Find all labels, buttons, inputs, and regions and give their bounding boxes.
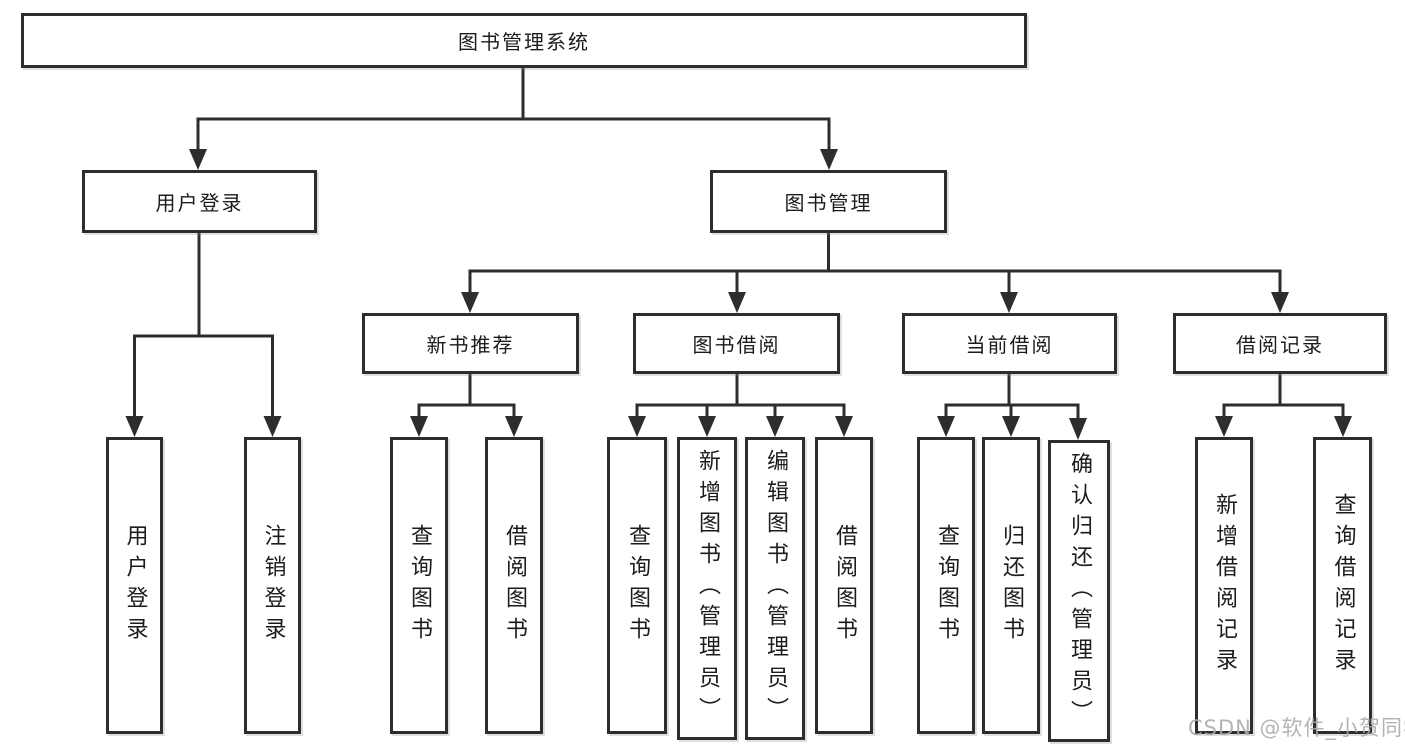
leaf-borrow-add-admin: 新增图书（管理员） (677, 437, 737, 740)
leaf-logout-label: 注销登录 (260, 523, 286, 648)
leaf-newbook-query-label: 查询图书 (407, 523, 432, 648)
leaf-logout: 注销登录 (244, 437, 301, 734)
arrowheads (125, 149, 1352, 440)
node-user-login: 用户登录 (82, 170, 317, 233)
leaf-current-return-label: 归还图书 (999, 523, 1024, 648)
leaf-newbook-query: 查询图书 (390, 437, 448, 734)
node-root-system: 图书管理系统 (21, 13, 1027, 68)
leaf-borrow-book: 借阅图书 (815, 437, 873, 734)
leaf-current-query-label: 查询图书 (934, 523, 959, 648)
leaf-current-return: 归还图书 (982, 437, 1040, 734)
leaf-borrow-query-label: 查询图书 (625, 523, 650, 648)
leaf-record-add-label: 新增借阅记录 (1212, 492, 1237, 679)
leaf-borrow-query: 查询图书 (607, 437, 667, 734)
leaf-newbook-borrow: 借阅图书 (485, 437, 543, 734)
csdn-watermark: CSDN @软件_小贺同学 (1188, 716, 1405, 740)
leaf-current-confirm-admin-label: 确认归还（管理员） (1067, 451, 1092, 731)
leaf-borrow-book-label: 借阅图书 (832, 523, 857, 648)
leaf-borrow-edit-admin: 编辑图书（管理员） (745, 437, 805, 740)
leaf-record-query: 查询借阅记录 (1313, 437, 1372, 734)
leaf-record-add: 新增借阅记录 (1195, 437, 1253, 734)
leaf-user-login-label: 用户登录 (122, 523, 148, 648)
node-book-borrow: 图书借阅 (633, 313, 840, 374)
leaf-newbook-borrow-label: 借阅图书 (502, 523, 527, 648)
leaf-current-query: 查询图书 (917, 437, 975, 734)
leaf-user-login: 用户登录 (106, 437, 163, 734)
node-borrow-records: 借阅记录 (1173, 313, 1387, 374)
leaf-borrow-add-admin-label: 新增图书（管理员） (695, 449, 720, 728)
node-current-borrow: 当前借阅 (902, 313, 1117, 374)
leaf-borrow-edit-admin-label: 编辑图书（管理员） (763, 449, 788, 728)
leaf-record-query-label: 查询借阅记录 (1330, 492, 1356, 679)
node-book-management: 图书管理 (710, 170, 947, 233)
node-new-book-recommend: 新书推荐 (362, 313, 579, 374)
leaf-current-confirm-admin: 确认归还（管理员） (1048, 440, 1110, 742)
